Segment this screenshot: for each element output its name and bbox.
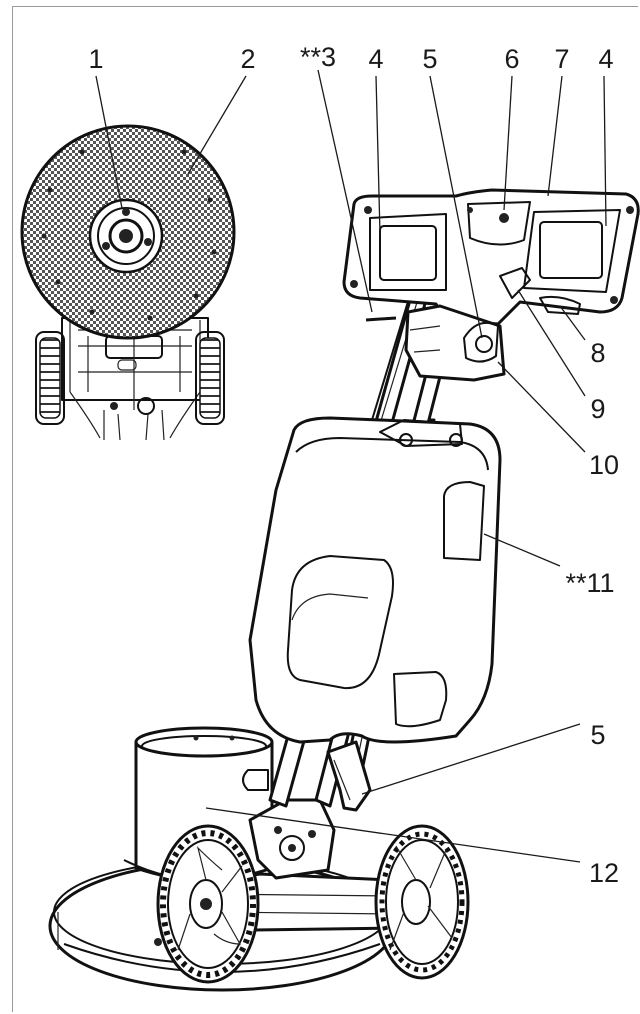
main-machine — [48, 188, 640, 992]
label-3: **3 — [300, 42, 336, 72]
label-5-upper: 5 — [422, 44, 437, 74]
label-2: 2 — [240, 44, 255, 74]
disc-edge-screws — [41, 149, 217, 321]
label-12: 12 — [589, 858, 619, 888]
lower-lever — [326, 740, 372, 812]
underside-right-wheel — [195, 331, 225, 425]
leader-lines — [95, 69, 607, 863]
underside-view — [20, 124, 236, 441]
label-1: 1 — [88, 44, 103, 74]
label-6: 6 — [504, 44, 519, 74]
body-cover — [248, 416, 502, 744]
handlebar — [342, 188, 640, 326]
label-4-right: 4 — [598, 44, 613, 74]
drive-hub — [88, 198, 164, 274]
left-wheel — [156, 824, 260, 984]
label-9: 9 — [590, 394, 605, 424]
right-wheel — [374, 824, 470, 980]
label-10: 10 — [589, 450, 619, 480]
label-11: **11 — [565, 568, 614, 598]
callout-labels: 1 2 **3 4 5 6 7 4 8 9 10 **11 5 12 — [88, 42, 619, 888]
label-4-left: 4 — [368, 44, 383, 74]
figure-frame — [12, 6, 638, 1012]
label-8: 8 — [590, 338, 605, 368]
label-7: 7 — [554, 44, 569, 74]
label-5-lower: 5 — [590, 720, 605, 750]
underside-left-wheel — [35, 331, 65, 425]
